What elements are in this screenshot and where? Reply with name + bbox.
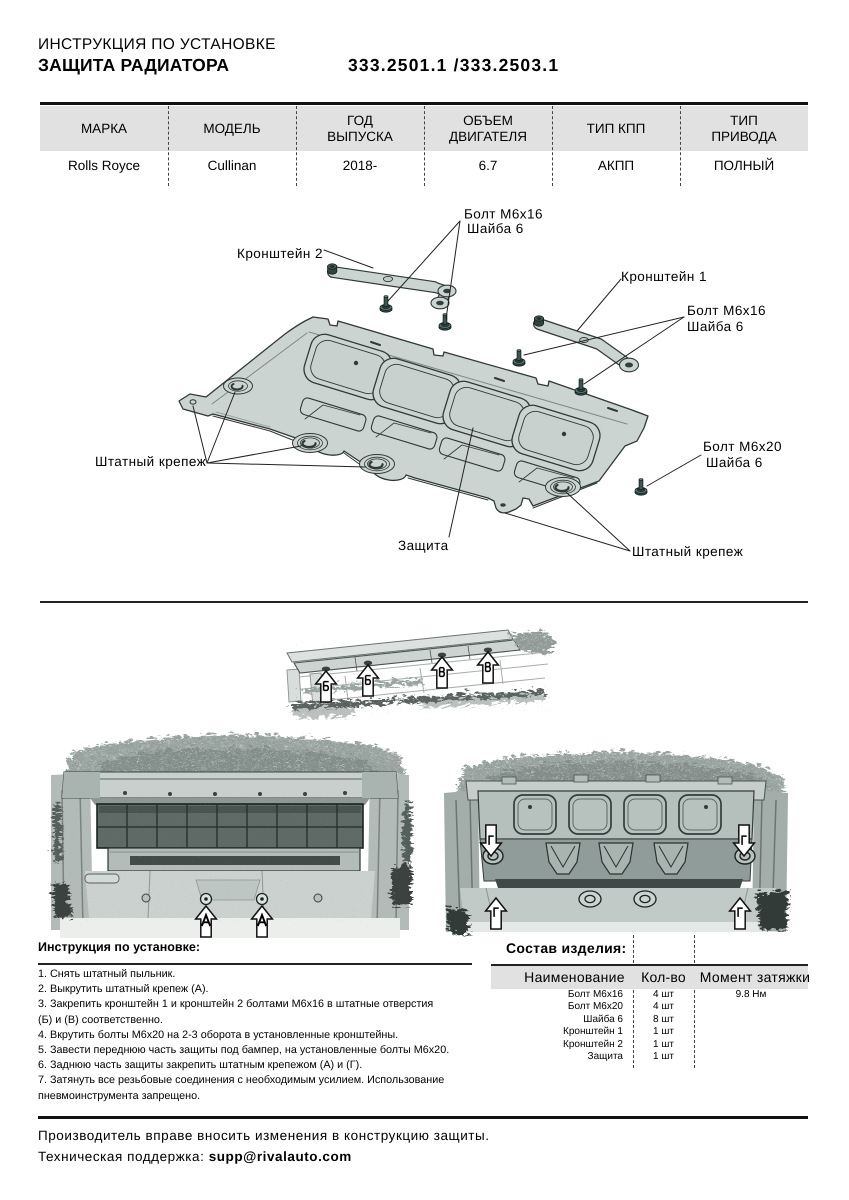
svg-text:Болт М6х16: Болт М6х16 xyxy=(464,207,543,222)
svg-text:Шайба 6: Шайба 6 xyxy=(706,455,763,470)
svg-text:Защита: Защита xyxy=(398,538,449,553)
svg-text:Шайба 6: Шайба 6 xyxy=(467,221,524,236)
svg-text:Кронштейн 1: Кронштейн 1 xyxy=(621,269,707,284)
svg-text:Болт М6х20: Болт М6х20 xyxy=(703,439,782,454)
svg-text:Болт М6х16: Болт М6х16 xyxy=(687,303,766,318)
svg-text:Штатный крепеж: Штатный крепеж xyxy=(632,544,743,559)
svg-text:Штатный крепеж: Штатный крепеж xyxy=(95,454,206,469)
svg-text:Кронштейн 2: Кронштейн 2 xyxy=(237,246,323,261)
svg-text:Шайба 6: Шайба 6 xyxy=(687,319,744,334)
